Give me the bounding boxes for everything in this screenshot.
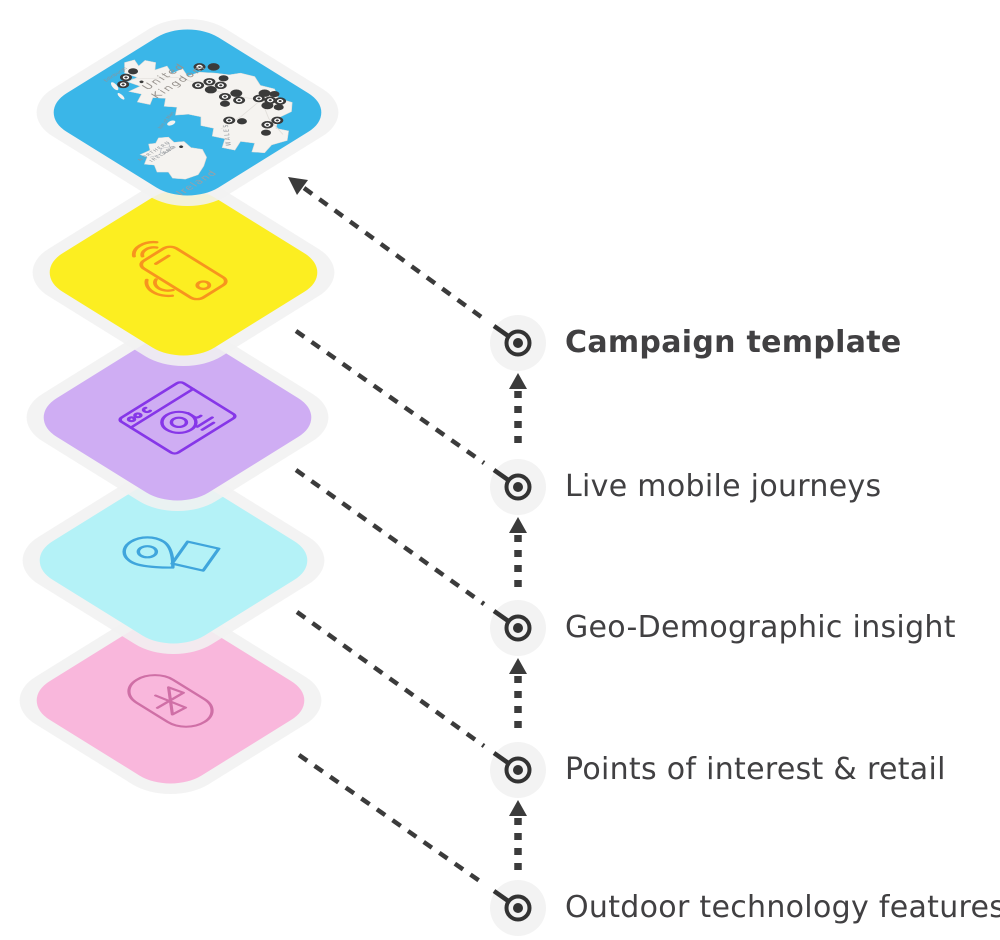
uk-map: Edinburgh United Kingdom Isle of Man NOR… [35, 18, 339, 207]
browser-at-icon [117, 380, 237, 454]
layer-card-outdoor-technology [0, 592, 344, 808]
layer-card-campaign-map: Edinburgh United Kingdom Isle of Man NOR… [13, 4, 361, 220]
map-label-dublin: Dublin [160, 144, 178, 155]
map-pin-icon [121, 535, 221, 571]
step-label-points-of-interest-retail: Points of interest & retail [565, 752, 946, 787]
layer-card-live-mobile [9, 164, 357, 380]
map-label-wales: WALES [222, 123, 232, 146]
step-label-geo-demographic-insight: Geo-Demographic insight [565, 610, 956, 645]
step-label-live-mobile-journeys: Live mobile journeys [565, 469, 882, 504]
map-label-isle-of-man: Isle of Man [156, 111, 176, 130]
layer-card-points-of-interest [0, 452, 347, 668]
step-label-outdoor-technology-features: Outdoor technology features [565, 890, 1000, 925]
campaign-markers [116, 62, 286, 148]
great-britain-landmass [123, 59, 292, 153]
step-label-campaign-template: Campaign template [565, 325, 902, 360]
layer-card-geo-demographic [3, 309, 351, 525]
phone-icon [131, 240, 228, 300]
bluetooth-icon [126, 673, 214, 727]
